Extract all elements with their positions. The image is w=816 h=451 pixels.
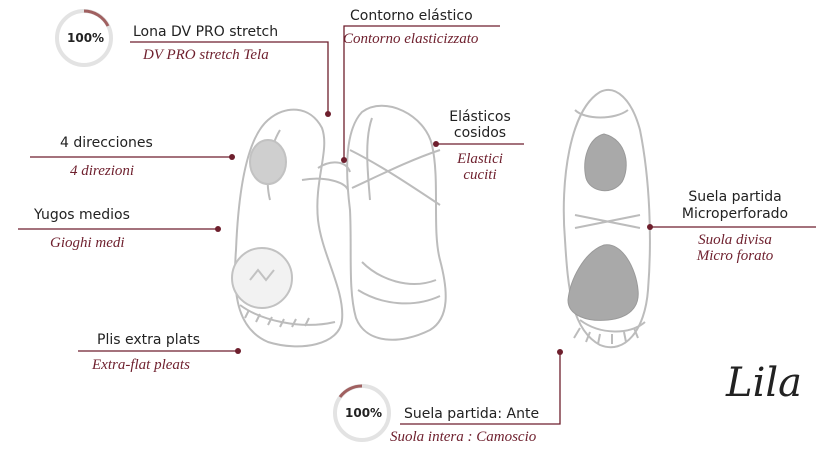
badge-percent-bottom: 100%: [345, 406, 382, 420]
badge-percent-top: 100%: [67, 31, 104, 45]
suela-partida-label-it-2: Micro forato: [655, 247, 815, 265]
elasticos-label-it-2: cuciti: [440, 166, 520, 184]
plis-label-it: Extra-flat pleats: [92, 356, 190, 374]
suela-partida-label-es-2: Microperforado: [655, 205, 815, 223]
yugos-label-es: Yugos medios: [34, 206, 130, 224]
lila-signature: Lila: [726, 360, 802, 406]
sole-pad-bottom: [568, 245, 638, 321]
suela-ante-label-it: Suola intera : Camoscio: [390, 428, 536, 446]
suela-partida-label-es-1: Suela partida: [655, 188, 815, 206]
elasticos-label-es-2: cosidos: [440, 124, 520, 142]
suela-ante-label-es: Suela partida: Ante: [404, 405, 539, 423]
middle-shoe-sketch: [347, 106, 446, 340]
direcciones-label-it: 4 direzioni: [70, 162, 134, 180]
yugos-label-it: Gioghi medi: [50, 234, 125, 252]
lona-label-it: DV PRO stretch Tela: [143, 46, 269, 64]
left-shoe-sketch: [232, 110, 350, 347]
sole-pad-top: [585, 134, 626, 191]
direcciones-label-es: 4 direcciones: [60, 134, 153, 152]
contorno-label-it: Contorno elasticizzato: [343, 30, 478, 48]
contorno-label-es: Contorno elástico: [350, 7, 473, 25]
lona-label-es: Lona DV PRO stretch: [133, 23, 278, 41]
plis-label-es: Plis extra plats: [97, 331, 200, 349]
